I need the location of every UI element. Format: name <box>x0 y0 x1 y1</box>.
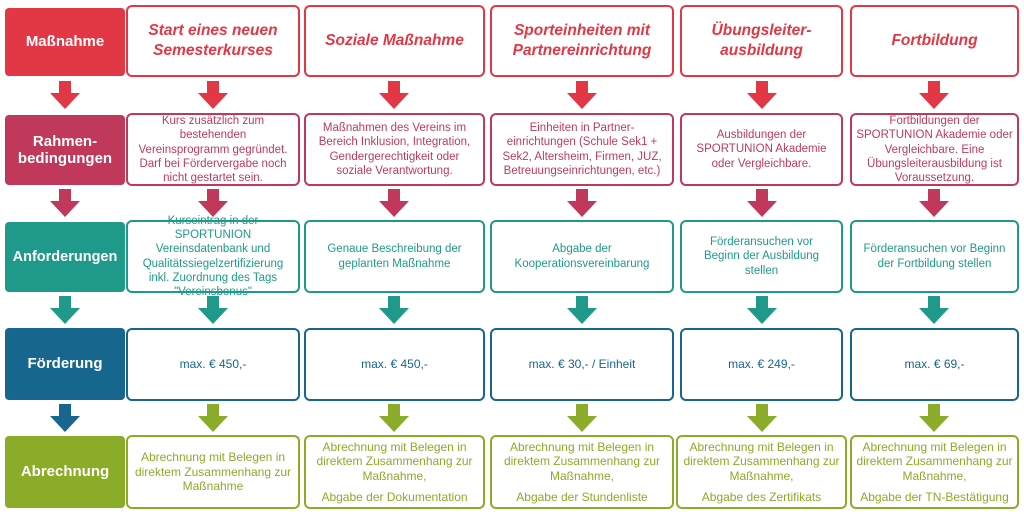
row-header-anforderungen-label: Anforderungen <box>12 248 118 265</box>
abrechnung-text: Abrechnung mit Belegen in direktem Zusam… <box>134 450 292 494</box>
down-arrow-icon <box>747 189 777 217</box>
column-title: Fortbildung <box>891 31 978 49</box>
cell-foerderung-soziale-massnahme: max. € 450,- <box>304 328 485 401</box>
anforderungen-text: Genaue Beschreibung der geplanten Maßnah… <box>327 243 462 270</box>
down-arrow-icon <box>50 296 80 324</box>
rahmen-text: Ausbildungen der SPORTUNION Akademie ode… <box>696 129 827 170</box>
cell-anforderungen-semesterkurs: Kurseintrag in der SPORTUNION Vereinsdat… <box>126 215 300 298</box>
cell-abrechnung-soziale-massnahme: Abrechnung mit Belegen in direktem Zusam… <box>304 435 485 509</box>
cell-anforderungen-sporteinheiten: Abgabe der Kooperationsvereinbarung <box>490 220 674 293</box>
down-arrow-icon <box>567 404 597 432</box>
cell-title-uebungsleiterausbildung: Übungsleiter- ausbildung <box>680 5 843 77</box>
row-header-massnahme-label: Maßnahme <box>25 33 105 51</box>
row-header-massnahme: Maßnahme <box>5 8 125 76</box>
cell-anforderungen-soziale-massnahme: Genaue Beschreibung der geplanten Maßnah… <box>304 220 485 293</box>
foerderung-value: max. € 69,- <box>904 357 965 372</box>
column-title: Sporteinheiten mit Partnereinrichtung <box>512 21 652 59</box>
cell-foerderung-fortbildung: max. € 69,- <box>850 328 1019 401</box>
row-header-foerderung: Förderung <box>5 328 125 400</box>
abrechnung-text: Abrechnung mit Belegen in direktem Zusam… <box>856 439 1013 483</box>
down-arrow-icon <box>747 296 777 324</box>
abrechnung-extra: Abgabe der TN-Bestätigung <box>860 489 1009 504</box>
down-arrow-icon <box>567 296 597 324</box>
abrechnung-extra: Abgabe der Dokumentation <box>321 489 468 504</box>
cell-foerderung-uebungsleiterausbildung: max. € 249,- <box>680 328 843 401</box>
column-title: Übungsleiter- ausbildung <box>711 21 812 59</box>
row-header-abrechnung: Abrechnung <box>5 436 125 508</box>
cell-abrechnung-uebungsleiterausbildung: Abrechnung mit Belegen in direktem Zusam… <box>676 435 847 509</box>
row-header-rahmenbedingungen: Rahmen- bedingungen <box>5 115 125 185</box>
down-arrow-icon <box>567 189 597 217</box>
row-header-anforderungen: Anforderungen <box>5 222 125 292</box>
rahmen-text: Fortbildungen der SPORTUNION Akademie od… <box>856 115 1013 184</box>
down-arrow-icon <box>50 189 80 217</box>
foerderung-value: max. € 450,- <box>179 357 247 372</box>
cell-abrechnung-sporteinheiten: Abrechnung mit Belegen in direktem Zusam… <box>490 435 674 509</box>
cell-rahmen-sporteinheiten: Einheiten in Partner- einrichtungen (Sch… <box>490 113 674 186</box>
down-arrow-icon <box>379 189 409 217</box>
rahmen-text: Einheiten in Partner- einrichtungen (Sch… <box>502 122 662 177</box>
cell-abrechnung-semesterkurs: Abrechnung mit Belegen in direktem Zusam… <box>126 435 300 509</box>
down-arrow-icon <box>50 404 80 432</box>
cell-anforderungen-fortbildung: Förderansuchen vor Beginn der Fortbildun… <box>850 220 1019 293</box>
column-title: Start eines neuen Semesterkurses <box>148 21 278 59</box>
down-arrow-icon <box>198 189 228 217</box>
anforderungen-text: Kurseintrag in der SPORTUNION Vereinsdat… <box>142 215 284 298</box>
down-arrow-icon <box>379 404 409 432</box>
cell-rahmen-fortbildung: Fortbildungen der SPORTUNION Akademie od… <box>850 113 1019 186</box>
down-arrow-icon <box>919 404 949 432</box>
down-arrow-icon <box>919 81 949 109</box>
cell-rahmen-semesterkurs: Kurs zusätzlich zum bestehenden Vereinsp… <box>126 113 300 186</box>
anforderungen-text: Förderansuchen vor Beginn der Ausbildung… <box>703 236 820 277</box>
anforderungen-text: Förderansuchen vor Beginn der Fortbildun… <box>863 243 1006 270</box>
down-arrow-icon <box>198 81 228 109</box>
down-arrow-icon <box>747 404 777 432</box>
down-arrow-icon <box>198 296 228 324</box>
rahmen-text: Maßnahmen des Vereins im Bereich Inklusi… <box>318 122 471 177</box>
abrechnung-extra: Abgabe des Zertifikats <box>701 489 822 504</box>
down-arrow-icon <box>919 189 949 217</box>
down-arrow-icon <box>747 81 777 109</box>
cell-foerderung-semesterkurs: max. € 450,- <box>126 328 300 401</box>
rahmen-text: Kurs zusätzlich zum bestehenden Vereinsp… <box>138 115 288 184</box>
abrechnung-text: Abrechnung mit Belegen in direktem Zusam… <box>316 439 473 483</box>
cell-abrechnung-fortbildung: Abrechnung mit Belegen in direktem Zusam… <box>850 435 1019 509</box>
foerderung-value: max. € 249,- <box>728 357 795 372</box>
cell-anforderungen-uebungsleiterausbildung: Förderansuchen vor Beginn der Ausbildung… <box>680 220 843 293</box>
row-header-foerderung-label: Förderung <box>27 355 103 373</box>
cell-rahmen-soziale-massnahme: Maßnahmen des Vereins im Bereich Inklusi… <box>304 113 485 186</box>
cell-foerderung-sporteinheiten: max. € 30,- / Einheit <box>490 328 674 401</box>
abrechnung-extra: Abgabe der Stundenliste <box>516 489 648 504</box>
abrechnung-text: Abrechnung mit Belegen in direktem Zusam… <box>503 439 661 483</box>
down-arrow-icon <box>919 296 949 324</box>
row-header-abrechnung-label: Abrechnung <box>20 463 110 481</box>
anforderungen-text: Abgabe der Kooperationsvereinbarung <box>514 243 650 270</box>
cell-title-semesterkurs: Start eines neuen Semesterkurses <box>126 5 300 77</box>
cell-title-fortbildung: Fortbildung <box>850 5 1019 77</box>
foerderung-value: max. € 30,- / Einheit <box>528 357 636 372</box>
cell-title-sporteinheiten: Sporteinheiten mit Partnereinrichtung <box>490 5 674 77</box>
column-title: Soziale Maßnahme <box>325 31 464 49</box>
cell-title-soziale-massnahme: Soziale Maßnahme <box>304 5 485 77</box>
down-arrow-icon <box>379 296 409 324</box>
row-header-rahmenbedingungen-label: Rahmen- bedingungen <box>17 132 113 167</box>
down-arrow-icon <box>50 81 80 109</box>
down-arrow-icon <box>198 404 228 432</box>
down-arrow-icon <box>567 81 597 109</box>
down-arrow-icon <box>379 81 409 109</box>
cell-rahmen-uebungsleiterausbildung: Ausbildungen der SPORTUNION Akademie ode… <box>680 113 843 186</box>
foerderung-value: max. € 450,- <box>361 357 428 372</box>
abrechnung-text: Abrechnung mit Belegen in direktem Zusam… <box>683 439 840 483</box>
